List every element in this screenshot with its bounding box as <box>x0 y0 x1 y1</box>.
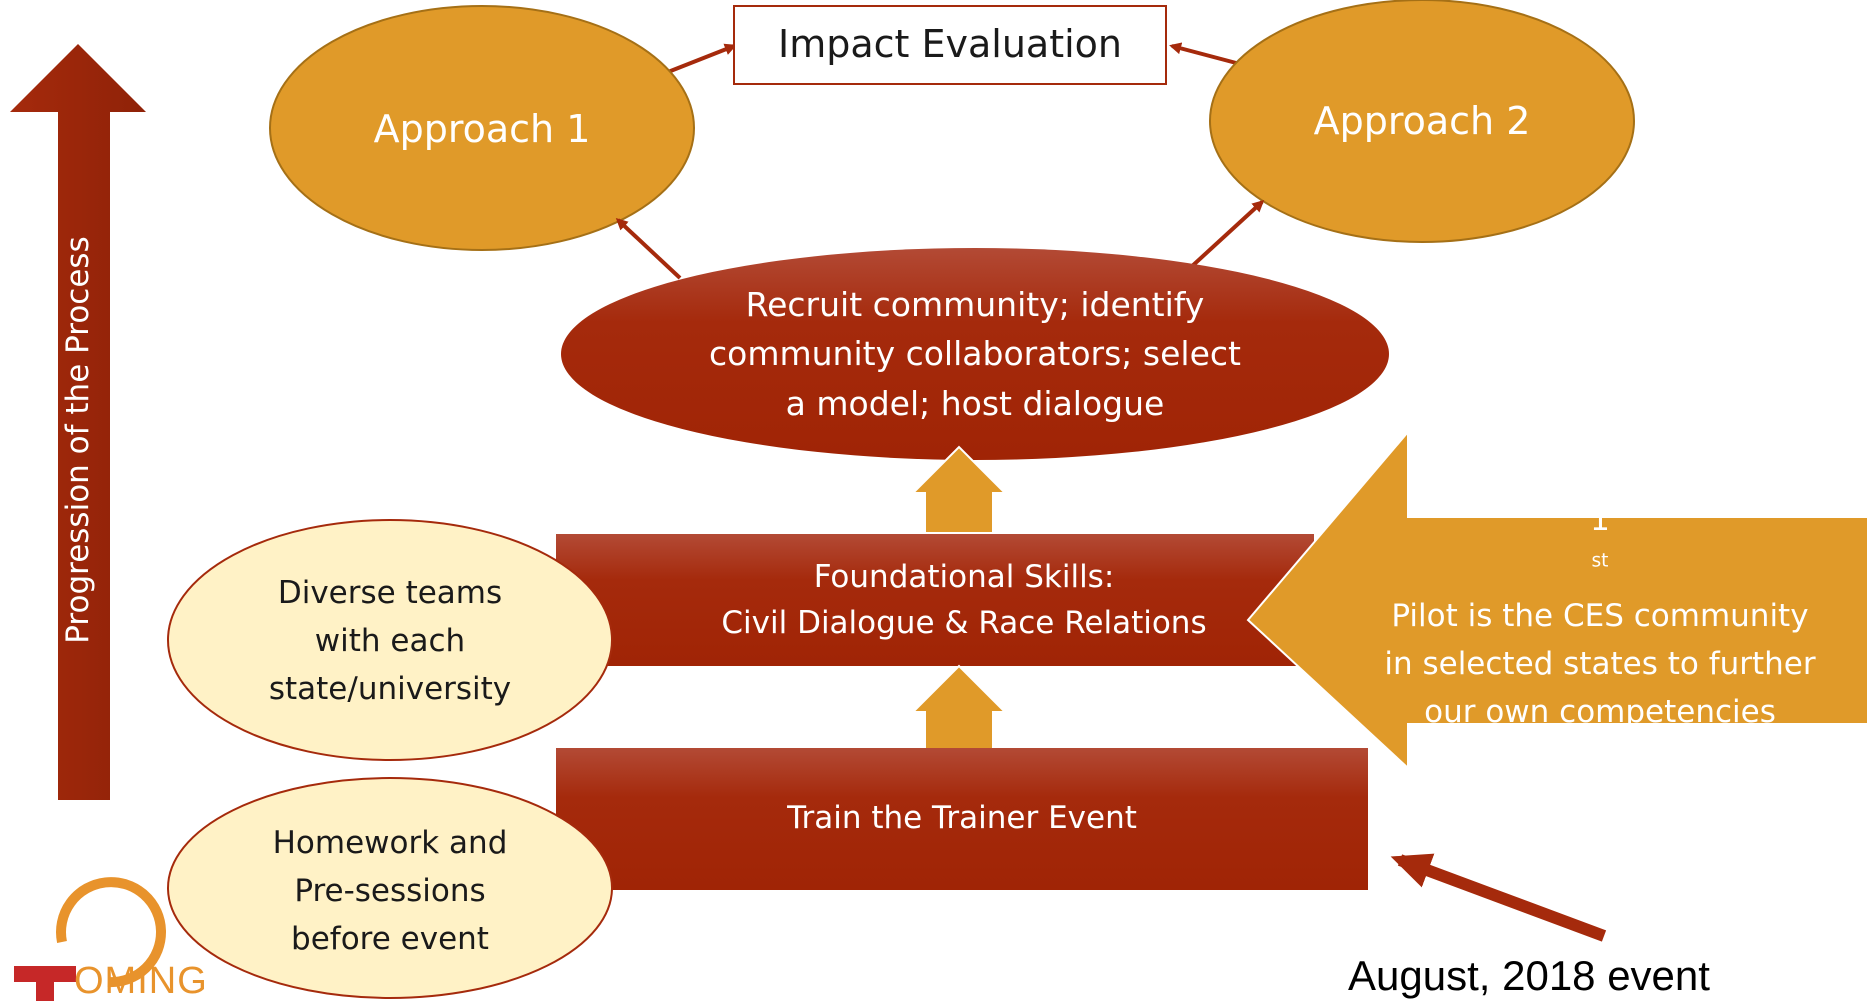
up-arrow-lower <box>910 664 1008 753</box>
train-label: Train the Trainer Event <box>787 799 1137 836</box>
logo <box>14 877 166 1001</box>
approach1-label: Approach 1 <box>373 107 591 152</box>
impact-evaluation-label: Impact Evaluation <box>777 22 1122 67</box>
approach1-ellipse <box>269 5 695 251</box>
up-arrow-upper <box>910 445 1008 534</box>
event-pointer-arrow <box>1390 853 1607 942</box>
connector-recruit-approach2 <box>1188 199 1265 270</box>
foundational-box <box>556 534 1314 666</box>
homework-label: Homework and Pre-sessions before event <box>272 824 508 958</box>
pilot-arrow <box>1246 429 1869 771</box>
recruit-ellipse <box>561 248 1389 460</box>
diverse-ellipse <box>167 519 613 761</box>
train-box <box>556 748 1368 890</box>
homework-ellipse <box>167 777 613 999</box>
connector-recruit-approach1 <box>615 217 682 280</box>
connector-approach1-impact <box>667 43 737 74</box>
logo-text: OMING <box>74 960 208 1001</box>
approach2-label: Approach 2 <box>1313 99 1531 144</box>
progression-arrow <box>10 44 146 800</box>
diverse-label: Diverse teams with each state/university <box>268 574 512 708</box>
connector-approach2-impact <box>1169 42 1241 66</box>
impact-evaluation-box <box>733 5 1167 85</box>
approach2-ellipse <box>1209 0 1635 243</box>
event-caption: August, 2018 event <box>1348 952 1710 999</box>
foundational-label: Foundational Skills: Civil Dialogue & Ra… <box>721 558 1207 642</box>
recruit-label: Recruit community; identify community co… <box>709 284 1241 423</box>
